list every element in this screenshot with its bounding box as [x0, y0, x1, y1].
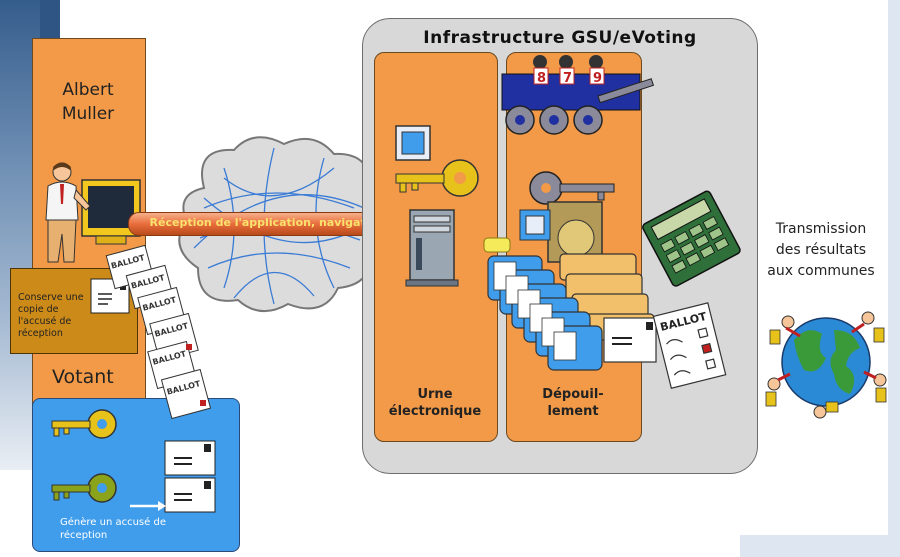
green-key-icon: [51, 473, 117, 503]
depouil-key-icon: [529, 171, 615, 205]
yellow-key-icon: [51, 409, 117, 439]
receipt-copy-text: Conserve une copie de l'accusé de récept…: [18, 292, 84, 339]
urne-label: Urne électronique: [374, 386, 496, 420]
key-icon: [395, 125, 479, 197]
generate-receipt-text: Génère un accusé de réception: [60, 517, 166, 541]
voter-name-last: Muller: [61, 104, 115, 124]
voter-role-label: Votant: [52, 366, 114, 388]
transmission-line3: aux communes: [767, 263, 875, 279]
connector-icon: [483, 237, 511, 253]
arrow-right-icon: [130, 501, 166, 511]
transmission-line1: Transmission: [775, 221, 867, 237]
depouillement-label: Dépouil- lement: [506, 386, 640, 420]
depouil-label-line1: Dépouil-: [542, 387, 604, 402]
envelope-icon: [164, 440, 216, 513]
server-icon: [405, 209, 459, 287]
ballot-stream: BALLOT BALLOT BALLOT BALLOT BALLOT BALLO…: [105, 244, 212, 420]
infrastructure-title: Infrastructure GSU/eVoting: [423, 28, 697, 48]
voter-name-first: Albert: [62, 80, 114, 100]
application-reception-label: Réception de l'application, navigateur: [149, 216, 387, 229]
transmission-line2: des résultats: [775, 242, 867, 258]
dvd-icon: [519, 201, 603, 263]
committee-number: 9: [593, 71, 602, 86]
ballot-icon: BALLOT: [652, 302, 727, 389]
ballot-stack-icon: [487, 253, 657, 371]
transmission-text: Transmission des résultats aux communes: [744, 219, 898, 282]
globe-icon: [765, 311, 887, 419]
committee-number: 8: [537, 71, 546, 86]
right-decor-band: [888, 0, 900, 557]
committee-number: 7: [563, 71, 572, 86]
committee-keys-icon: 8 7 9: [501, 55, 655, 135]
urne-label-line2: électronique: [388, 404, 482, 419]
application-reception-bar: [128, 212, 404, 236]
calculator-icon: [642, 190, 741, 287]
bottom-decor-band: [740, 535, 900, 557]
urne-label-line1: Urne: [417, 387, 453, 402]
depouil-label-line2: lement: [547, 404, 599, 419]
